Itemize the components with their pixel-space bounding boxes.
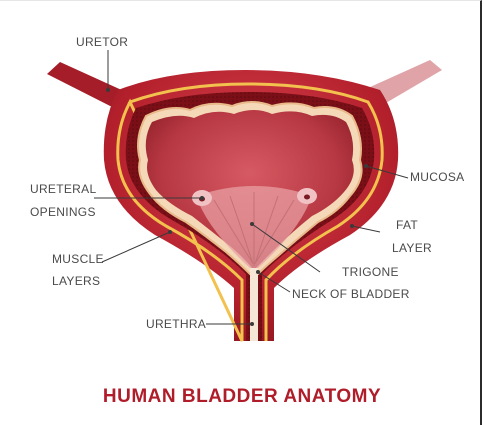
label-urethra: URETHRA <box>146 317 206 331</box>
label-ureteral-2: OPENINGS <box>30 205 96 219</box>
leader-muscle <box>102 232 170 262</box>
label-neck: NECK <box>292 287 327 301</box>
label-ureteral-1: URETERAL <box>30 182 96 196</box>
label-trigone-2: OF BLADDER <box>330 287 410 301</box>
diagram-title: HUMAN BLADDER ANATOMY <box>103 386 381 407</box>
label-fat-1: FAT <box>396 218 418 232</box>
label-mucosa: MUCOSA <box>410 170 464 184</box>
label-muscle-2: LAYERS <box>52 274 100 288</box>
label-muscle-1: MUSCLE <box>52 252 104 266</box>
label-uretor: URETOR <box>76 35 128 49</box>
label-trigone-1: TRIGONE <box>342 265 399 279</box>
label-fat-2: LAYER <box>392 241 432 255</box>
urethra-channel <box>250 268 258 341</box>
